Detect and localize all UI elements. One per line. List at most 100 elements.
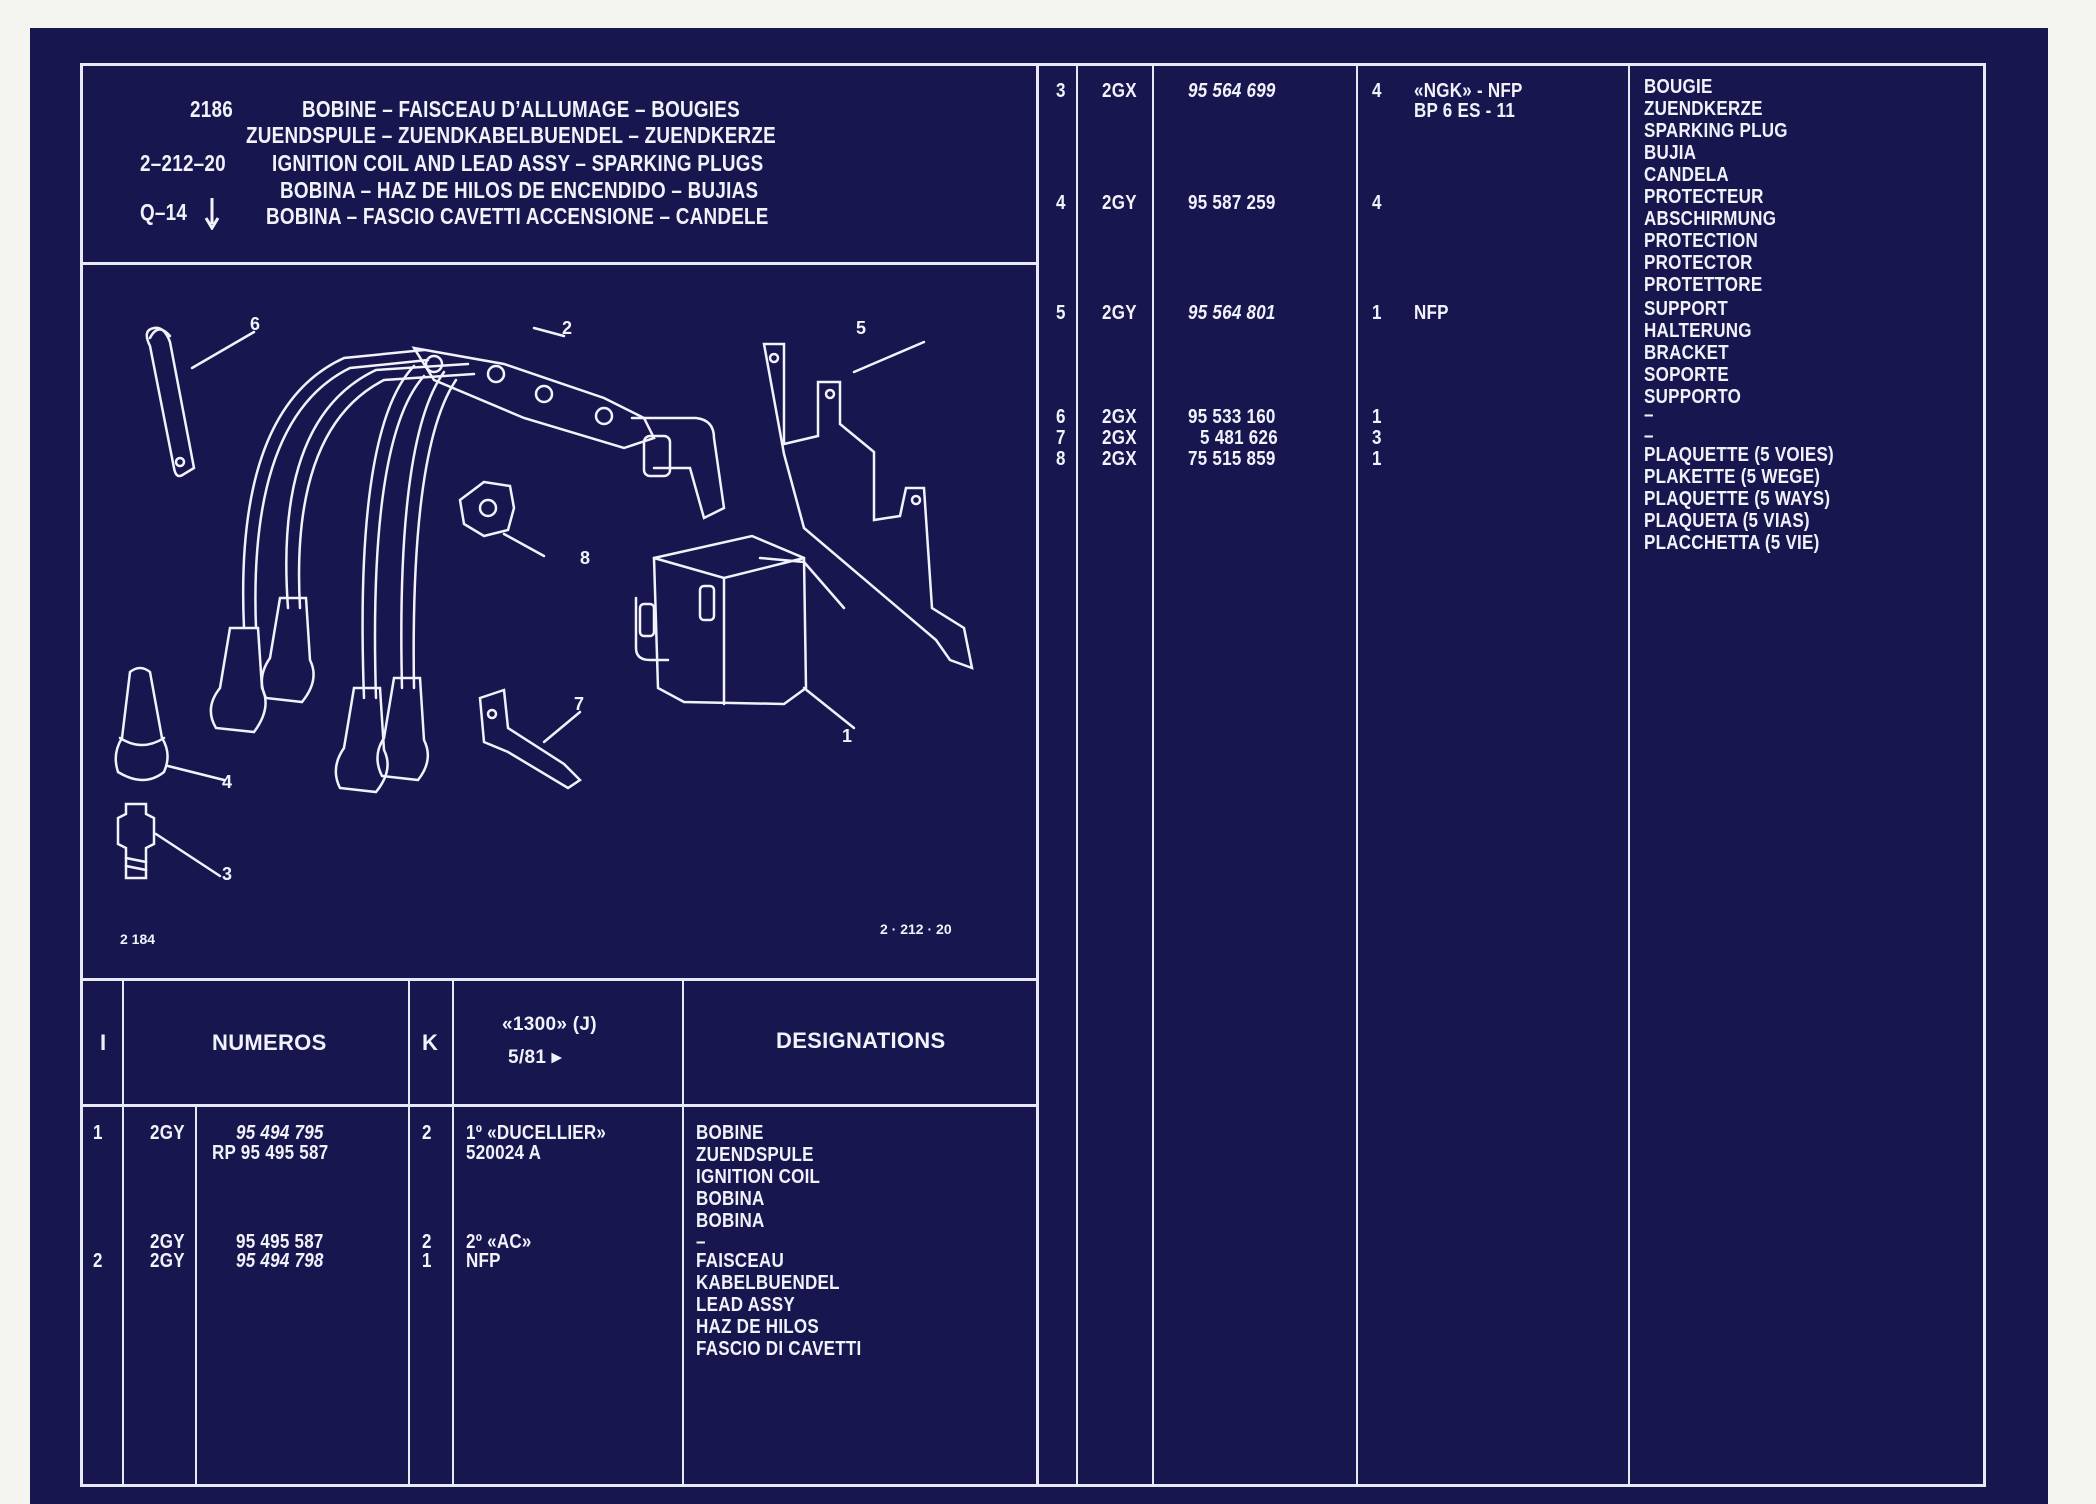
divider-right-k — [1356, 63, 1358, 1487]
divider-left-note — [452, 978, 454, 1487]
row6-number: 95 533 160 — [1188, 406, 1276, 428]
row3-number: 95 564 699 — [1188, 80, 1276, 102]
arrow-down-icon — [204, 198, 220, 230]
bracket-part-5 — [762, 340, 974, 670]
title-fr: BOBINE – FAISCEAU D’ALLUMAGE – BOUGIES — [302, 96, 740, 122]
callout-5: 5 — [856, 318, 866, 338]
row7-i: 7 — [1056, 427, 1066, 449]
col-header-i: I — [100, 1030, 107, 1055]
row4-number: 95 587 259 — [1188, 192, 1276, 214]
divider-diagram-bottom — [80, 978, 1038, 981]
row2-designation: FAISCEAU KABELBUENDEL LEAD ASSY HAZ DE H… — [696, 1250, 862, 1360]
divider-tableheader-bottom — [80, 1104, 1038, 1107]
row1-note2: 520024 A — [466, 1142, 542, 1164]
col-header-model: «1300» (J) — [502, 1014, 597, 1035]
row4-code: 2GY — [1102, 192, 1137, 214]
row3-k: 4 — [1372, 80, 1382, 102]
ref-code: 2186 — [190, 96, 233, 122]
divider-left-desc — [682, 978, 684, 1487]
row3-note2: BP 6 ES - 11 — [1414, 100, 1516, 122]
row3-code: 2GX — [1102, 80, 1137, 102]
row1-i: 1 — [93, 1122, 103, 1144]
exploded-view-diagram: 6 2 5 8 4 3 7 1 2 184 2 · 212 · 20 — [114, 314, 974, 947]
row5-note: NFP — [1414, 302, 1449, 324]
row2-i: 2 — [93, 1250, 103, 1272]
divider-left-i — [122, 978, 124, 1487]
title-en: IGNITION COIL AND LEAD ASSY – SPARKING P… — [272, 150, 764, 176]
row1-code: 2GY — [150, 1122, 185, 1144]
col-header-numeros: NUMEROS — [212, 1030, 327, 1055]
row2-number: 95 494 798 — [236, 1250, 324, 1272]
row8-i: 8 — [1056, 448, 1066, 470]
col-header-date: 5/81 ▸ — [508, 1047, 562, 1068]
row6-k: 1 — [1372, 406, 1382, 428]
spark-plug-part-3 — [116, 802, 222, 880]
row6-designation: – — [1644, 404, 1654, 426]
row1-k: 2 — [422, 1122, 432, 1144]
row1-designation: BOBINE ZUENDSPULE IGNITION COIL BOBINA B… — [696, 1122, 821, 1232]
page-frame — [80, 63, 1986, 1487]
divider-right-i — [1076, 63, 1078, 1487]
row7-designation: – — [1644, 425, 1654, 447]
title-de: ZUENDSPULE – ZUENDKABELBUENDEL – ZUENDKE… — [246, 122, 776, 148]
row5-code: 2GY — [1102, 302, 1137, 324]
coil-part-1 — [634, 534, 856, 730]
divider-header-bottom — [80, 262, 1038, 265]
row6-code: 2GX — [1102, 406, 1137, 428]
row5-designation: SUPPORT HALTERUNG BRACKET SOPORTE SUPPOR… — [1644, 298, 1752, 408]
row3-designation: BOUGIE ZUENDKERZE SPARKING PLUG BUJIA CA… — [1644, 76, 1788, 186]
callout-1: 1 — [842, 726, 852, 746]
row1-number: 95 494 795 — [236, 1122, 324, 1144]
plaquette-part-8 — [458, 480, 546, 558]
title-es: BOBINA – HAZ DE HILOS DE ENCENDIDO – BUJ… — [280, 177, 759, 203]
lead-harness-part-2 — [242, 326, 726, 700]
divider-left-code — [195, 1104, 197, 1487]
row1b-note: 2º «AC» — [466, 1231, 532, 1253]
protector-part-4 — [114, 666, 226, 782]
row2-note: NFP — [466, 1250, 501, 1272]
row4-designation: PROTECTEUR ABSCHIRMUNG PROTECTION PROTEC… — [1644, 186, 1777, 296]
row8-code: 2GX — [1102, 448, 1137, 470]
row4-i: 4 — [1056, 192, 1066, 214]
callout-4: 4 — [222, 772, 232, 792]
row1b-code: 2GY — [150, 1231, 185, 1253]
row7-number: 5 481 626 — [1200, 427, 1278, 449]
row1-number-rp: RP 95 495 587 — [212, 1142, 329, 1164]
lead-boots — [209, 596, 430, 794]
callout-2: 2 — [562, 318, 572, 338]
row2-k: 1 — [422, 1250, 432, 1272]
title-it: BOBINA – FASCIO CAVETTI ACCENSIONE – CAN… — [266, 203, 769, 229]
row8-k: 1 — [1372, 448, 1382, 470]
row5-k: 1 — [1372, 302, 1382, 324]
row8-designation: PLAQUETTE (5 VOIES) PLAKETTE (5 WEGE) PL… — [1644, 444, 1834, 554]
divider-right-code — [1152, 63, 1154, 1487]
divider-right-desc — [1628, 63, 1630, 1487]
row3-note: «NGK» - NFP — [1414, 80, 1523, 102]
row2-code: 2GY — [150, 1250, 185, 1272]
row7-k: 3 — [1372, 427, 1382, 449]
row5-number: 95 564 801 — [1188, 302, 1276, 324]
callout-8: 8 — [580, 548, 590, 568]
row1b-designation: – — [696, 1231, 706, 1253]
diagram-ref-right: 2 · 212 · 20 — [880, 921, 952, 937]
clip-part-6 — [145, 326, 256, 478]
row1-note: 1º «DUCELLIER» — [466, 1122, 607, 1144]
callout-3: 3 — [222, 864, 232, 884]
row4-k: 4 — [1372, 192, 1382, 214]
row7-code: 2GX — [1102, 427, 1137, 449]
callout-6: 6 — [250, 314, 260, 334]
row5-i: 5 — [1056, 302, 1066, 324]
row1b-number: 95 495 587 — [236, 1231, 324, 1253]
row8-number: 75 515 859 — [1188, 448, 1276, 470]
divider-left-k — [408, 978, 410, 1487]
row6-i: 6 — [1056, 406, 1066, 428]
col-header-designations: DESIGNATIONS — [776, 1028, 946, 1053]
blueprint-sheet — [30, 28, 2048, 1504]
row1b-k: 2 — [422, 1231, 432, 1253]
col-header-k: K — [422, 1030, 439, 1055]
code-line5: Q–14 — [140, 199, 188, 225]
callout-7: 7 — [574, 694, 584, 714]
divider-main-vertical — [1036, 63, 1039, 1487]
code-line3: 2–212–20 — [140, 150, 226, 176]
diagram-ref-left: 2 184 — [120, 931, 155, 947]
